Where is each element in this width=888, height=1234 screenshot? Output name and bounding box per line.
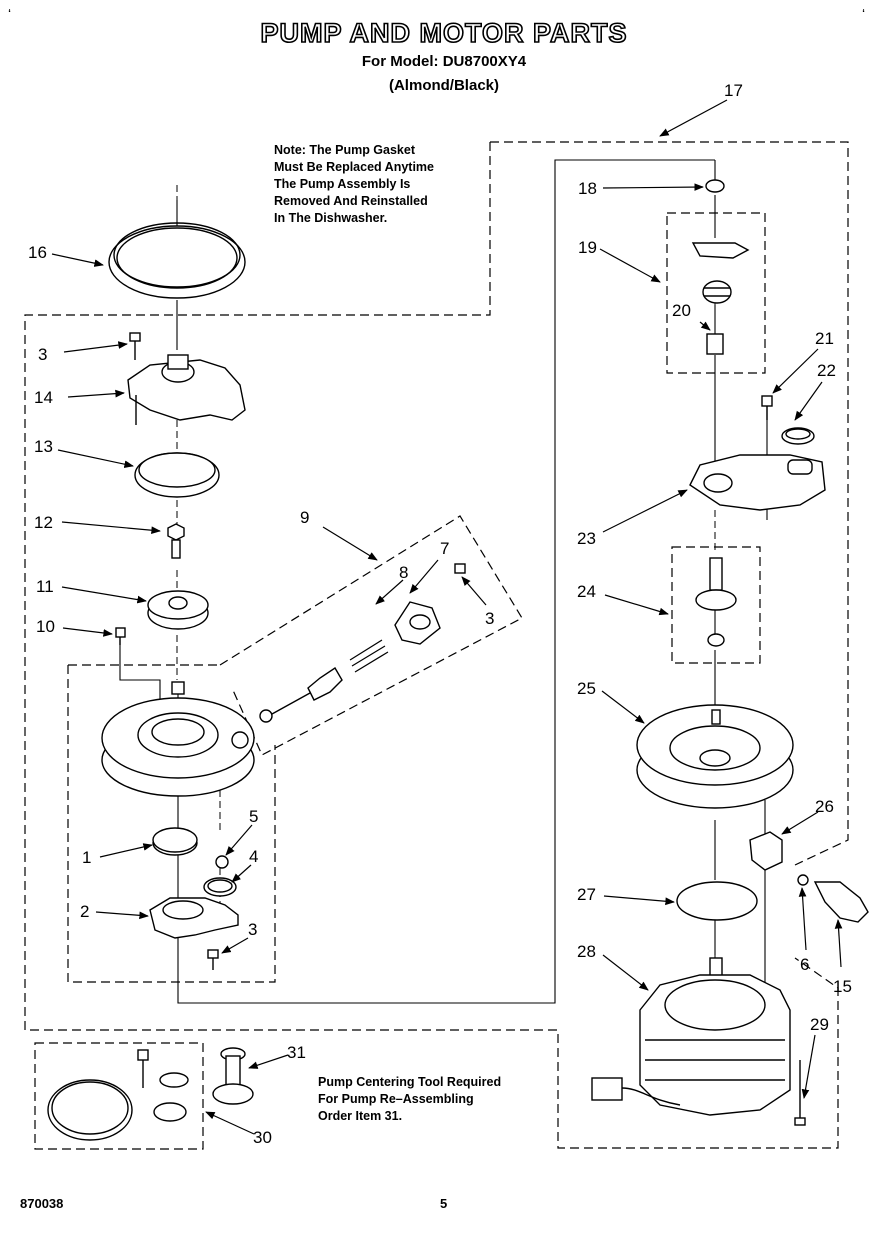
note-line: Removed And Reinstalled xyxy=(274,194,428,208)
part-2-manifold xyxy=(149,897,239,939)
leader-arrows xyxy=(51,99,843,1135)
tool-note-line: For Pump Re–Assembling xyxy=(318,1092,474,1106)
part-9-drain-valve xyxy=(259,563,466,723)
part-5-ball xyxy=(215,855,229,869)
note-line: Must Be Replaced Anytime xyxy=(274,160,434,174)
callout-29: 29 xyxy=(810,1015,829,1034)
note-line: Note: The Pump Gasket xyxy=(274,143,415,157)
callout-3-valve: 3 xyxy=(485,609,494,628)
item-19-box xyxy=(666,212,766,374)
part-10-screw xyxy=(115,627,126,645)
callout-2: 2 xyxy=(80,902,89,921)
callout-30: 30 xyxy=(253,1128,272,1147)
tool-note-line: Order Item 31. xyxy=(318,1109,403,1123)
part-4-o-ring xyxy=(203,877,237,897)
callout-28: 28 xyxy=(577,942,596,961)
callout-24: 24 xyxy=(577,582,596,601)
item-30-kit-box xyxy=(34,1042,204,1150)
part-3-screw-bottom xyxy=(207,949,219,970)
model-line: For Model: DU8700XY4 xyxy=(361,53,527,70)
part-27-disk xyxy=(676,881,758,921)
callout-27: 27 xyxy=(577,885,596,904)
callout-26: 26 xyxy=(815,797,834,816)
callout-16: 16 xyxy=(28,243,47,262)
callout-1: 1 xyxy=(82,848,91,867)
corner-mark-left: ʻ xyxy=(8,6,12,22)
callout-3-bottom: 3 xyxy=(248,920,257,939)
callout-17: 17 xyxy=(724,81,743,100)
callout-21: 21 xyxy=(815,329,834,348)
callout-15: 15 xyxy=(833,977,852,996)
part-1-strainer xyxy=(152,827,198,856)
page-number: 5 xyxy=(440,1196,448,1211)
callout-9: 9 xyxy=(300,508,309,527)
callout-3-top: 3 xyxy=(38,345,47,364)
callout-14: 14 xyxy=(34,388,53,407)
part-28-motor xyxy=(591,957,791,1116)
callout-11: 11 xyxy=(36,577,54,596)
part-19-chopper xyxy=(691,242,750,304)
part-13-ring xyxy=(134,452,220,498)
callout-8: 8 xyxy=(399,563,408,582)
shaft-path-line xyxy=(177,159,715,1004)
callout-12: 12 xyxy=(34,513,53,532)
part-23-plate xyxy=(689,454,826,511)
assembly-17-boundary xyxy=(490,141,849,866)
doc-number: 870038 xyxy=(20,1196,64,1211)
gasket-note: Note: The Pump Gasket Must Be Replaced A… xyxy=(274,142,434,227)
part-26-bracket xyxy=(749,831,783,871)
callout-25: 25 xyxy=(577,679,596,698)
part-22-seal xyxy=(781,427,815,445)
pump-housing xyxy=(101,681,255,797)
part-24-shaft xyxy=(695,557,737,647)
part-3-screw xyxy=(129,332,141,360)
callout-6: 6 xyxy=(800,955,809,974)
corner-mark-right: ʻ xyxy=(862,6,866,22)
part-29-screw xyxy=(794,1060,806,1126)
note-line: The Pump Assembly Is xyxy=(274,177,411,191)
part-30-kit xyxy=(47,1049,189,1141)
part-21-screw xyxy=(761,395,773,420)
part-16-gasket xyxy=(108,222,246,299)
item-24-box xyxy=(671,546,761,664)
part-drawings xyxy=(47,179,869,1141)
callout-5: 5 xyxy=(249,807,258,826)
part-31-centering-tool xyxy=(212,1047,254,1105)
color-line: (Almond/Black) xyxy=(388,77,499,94)
part-20-bushing xyxy=(706,333,724,355)
callout-numbers: 16 3 14 13 12 11 10 9 8 7 3 5 4 1 2 3 17… xyxy=(28,81,852,1147)
callout-20: 20 xyxy=(672,301,691,320)
part-15-sensor xyxy=(813,881,869,923)
part-6-o-ring xyxy=(797,874,809,886)
callout-19: 19 xyxy=(578,238,597,257)
callout-31: 31 xyxy=(287,1043,306,1062)
part-11-impeller xyxy=(147,590,209,630)
callout-23: 23 xyxy=(577,529,596,548)
callout-22: 22 xyxy=(817,361,836,380)
callout-13: 13 xyxy=(34,437,53,456)
part-12-bolt xyxy=(167,523,185,559)
tool-note: Pump Centering Tool Required For Pump Re… xyxy=(318,1074,501,1125)
pump-assembly-boundary xyxy=(24,142,839,1149)
callout-7: 7 xyxy=(440,539,449,558)
note-line: In The Dishwasher. xyxy=(274,211,388,225)
callout-4: 4 xyxy=(249,847,258,866)
part-14-pump-cover xyxy=(127,354,246,425)
callout-10: 10 xyxy=(36,617,55,636)
callout-18: 18 xyxy=(578,179,597,198)
tool-note-line: Pump Centering Tool Required xyxy=(318,1075,502,1089)
page-title: PUMP AND MOTOR PARTS xyxy=(260,17,628,49)
part-18-washer xyxy=(705,179,725,193)
part-25-motor-mount xyxy=(636,704,794,809)
pump-housing-box xyxy=(67,664,276,983)
